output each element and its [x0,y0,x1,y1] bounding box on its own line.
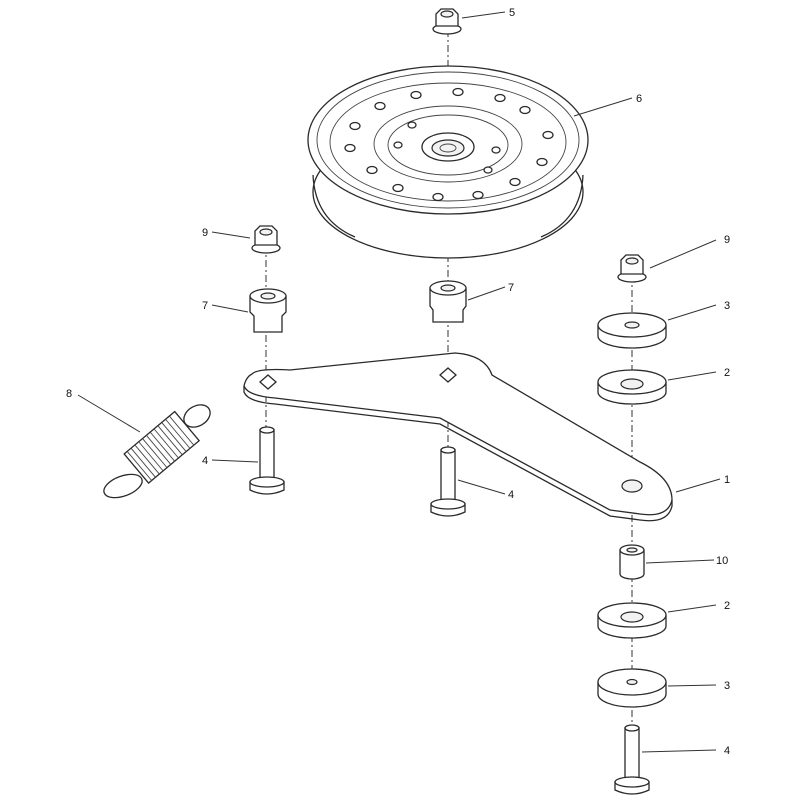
extension-spring [103,404,211,499]
callout-6: 6 [636,93,642,105]
callout-4-left: 4 [202,455,208,467]
flange-nut-left [251,225,281,254]
callout-1: 1 [724,474,730,486]
callout-8: 8 [66,388,72,400]
spacer-center [429,280,467,323]
callout-5: 5 [509,7,515,19]
callout-4-center: 4 [508,489,514,501]
flange-nut-right [617,254,647,283]
callout-10: 10 [716,555,728,567]
leader-lines [77,11,721,753]
callout-7-center: 7 [508,282,514,294]
washer-3-bottom [597,668,667,708]
spacer-10 [619,544,645,580]
callout-2-bottom: 2 [724,600,730,612]
idler-arm [243,352,673,522]
washer-2-top [597,369,667,405]
pulley-holes [344,87,554,202]
flange-nut-top [432,8,462,35]
idler-pulley [307,65,589,259]
callout-4-right: 4 [724,745,730,757]
washer-3-top [597,312,667,349]
carriage-bolt-center [430,446,466,517]
callout-7-left: 7 [202,300,208,312]
spacer-left [249,288,287,333]
callout-2-top: 2 [724,367,730,379]
carriage-bolt-left [249,426,285,495]
callout-9-left: 9 [202,227,208,239]
carriage-bolt-right [614,724,650,795]
callout-labels: 5 6 9 9 7 7 3 2 8 4 4 1 10 2 3 4 [66,7,730,757]
callout-3-top: 3 [724,300,730,312]
washer-2-bottom [597,602,667,639]
callout-3-bottom: 3 [724,680,730,692]
callout-9-right: 9 [724,234,730,246]
